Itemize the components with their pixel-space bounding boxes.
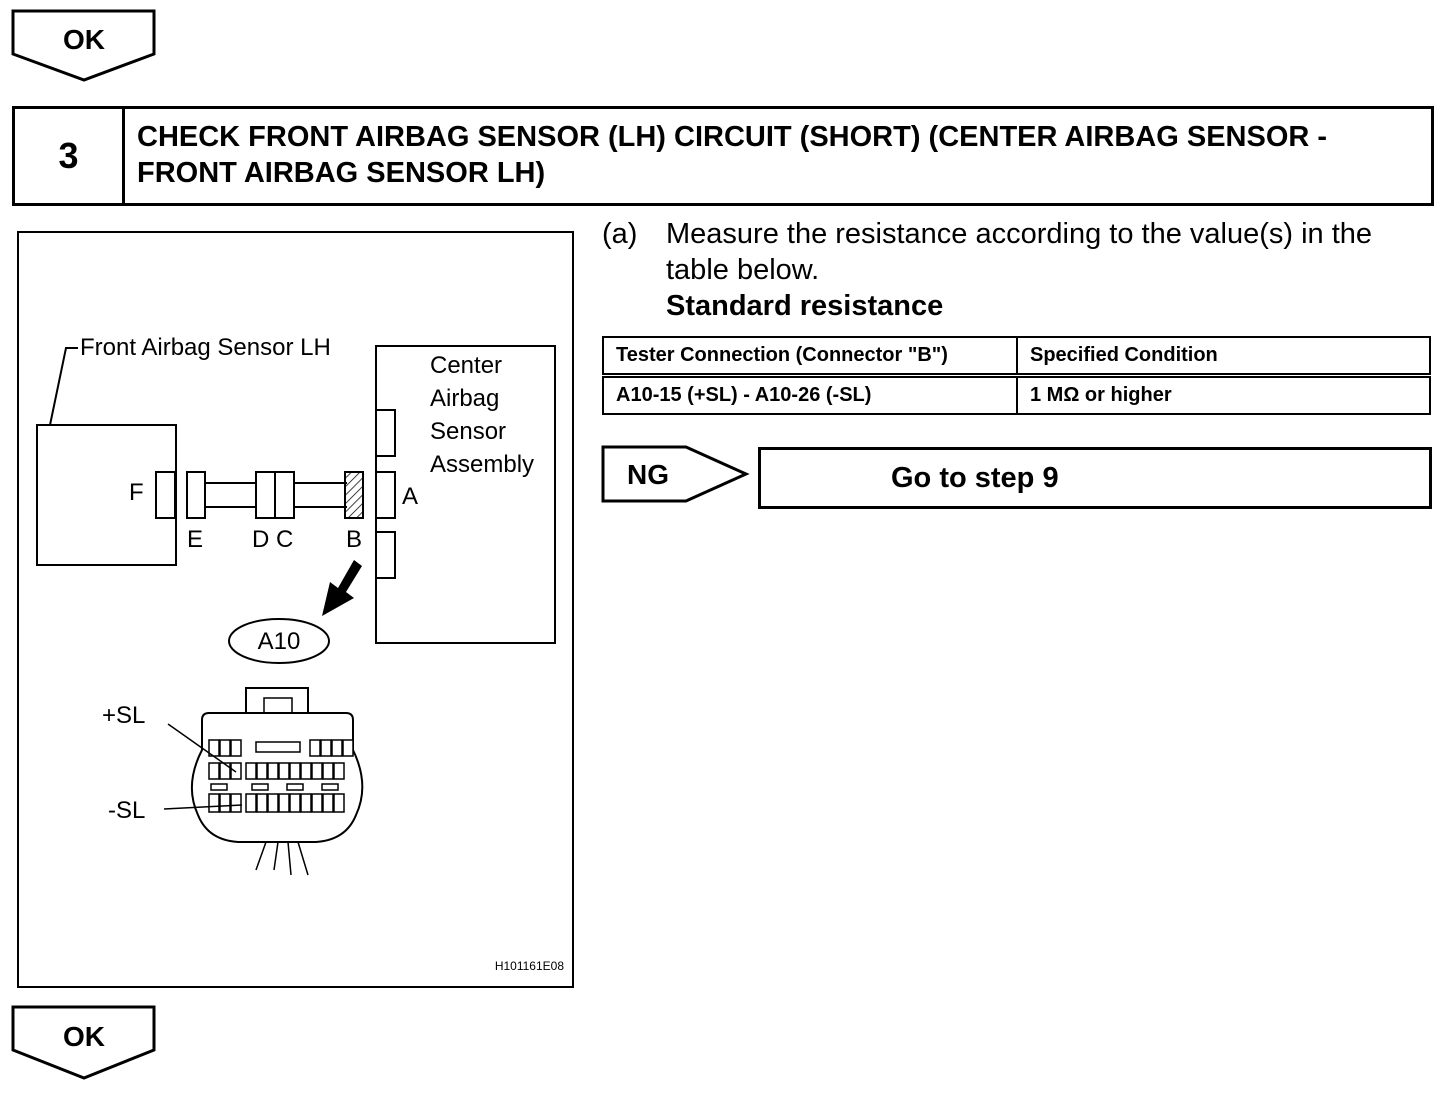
standard-resistance-heading: Standard resistance [666, 290, 944, 322]
connector-d-label: D [252, 526, 269, 553]
center-label-1: Center [430, 352, 502, 379]
connector-e-label: E [187, 526, 203, 553]
ng-label: NG [627, 459, 669, 490]
header-specified-condition: Specified Condition [1016, 336, 1431, 378]
cell-tester-connection: A10-15 (+SL) - A10-26 (-SL) [602, 374, 1018, 415]
instruction-label: (a) [602, 218, 638, 250]
center-connector-1 [375, 409, 396, 457]
header-tester-connection: Tester Connection (Connector "B") [602, 336, 1018, 378]
step-title: CHECK FRONT AIRBAG SENSOR (LH) CIRCUIT (… [137, 119, 1417, 191]
connector-id-ellipse [228, 618, 330, 664]
ok-arrow-bottom: OK [11, 1005, 156, 1080]
center-label-4: Assembly [430, 451, 534, 478]
minus-sl-label: -SL [108, 797, 145, 824]
center-label-2: Airbag [430, 385, 499, 412]
go-to-step-box: Go to step 9 [758, 447, 1432, 509]
connector-f [155, 471, 176, 519]
plus-sl-leader [167, 723, 237, 773]
instruction-text: Measure the resistance according to the … [666, 216, 1426, 288]
table-row: A10-15 (+SL) - A10-26 (-SL) 1 MΩ or high… [602, 374, 1431, 415]
connector-d [255, 471, 276, 519]
front-sensor-leader [49, 347, 78, 426]
table-header-row: Tester Connection (Connector "B") Specif… [602, 336, 1431, 378]
wiring-diagram: Front Airbag Sensor LH F E D C B Center … [17, 231, 574, 988]
ok-arrow-top: OK [11, 9, 156, 82]
go-to-step-text: Go to step 9 [891, 461, 1059, 494]
spec-table: Tester Connection (Connector "B") Specif… [602, 336, 1431, 415]
connector-a [375, 471, 396, 519]
connector-id-label: A10 [258, 628, 301, 655]
instruction-line1: Measure the resistance according to the … [666, 218, 1373, 250]
front-sensor-label: Front Airbag Sensor LH [80, 334, 331, 361]
front-airbag-sensor-box [36, 424, 177, 566]
step-title-line2: FRONT AIRBAG SENSOR LH) [137, 157, 546, 189]
connector-face [190, 687, 364, 876]
view-arrow [322, 560, 362, 616]
ok-label-bottom: OK [63, 1021, 105, 1052]
step-number: 3 [15, 109, 125, 203]
step-title-line1: CHECK FRONT AIRBAG SENSOR (LH) CIRCUIT (… [137, 121, 1328, 153]
connector-f-label: F [129, 479, 144, 506]
plus-sl-label: +SL [102, 702, 145, 729]
connector-e [186, 471, 206, 519]
center-connector-3 [375, 531, 396, 579]
instruction-line2: table below. [666, 254, 820, 286]
ok-label-top: OK [63, 24, 105, 55]
connector-c [274, 471, 295, 519]
connector-a-label: A [402, 483, 418, 510]
minus-sl-leader [163, 804, 243, 810]
figure-code: H101161E08 [495, 959, 564, 973]
cell-specified-condition: 1 MΩ or higher [1016, 374, 1431, 415]
connector-c-label: C [276, 526, 293, 553]
ng-arrow: NG [601, 445, 750, 503]
step-header: 3 CHECK FRONT AIRBAG SENSOR (LH) CIRCUIT… [12, 106, 1434, 206]
connector-b [344, 471, 364, 519]
connector-b-label: B [346, 526, 362, 553]
center-label-3: Sensor [430, 418, 506, 445]
